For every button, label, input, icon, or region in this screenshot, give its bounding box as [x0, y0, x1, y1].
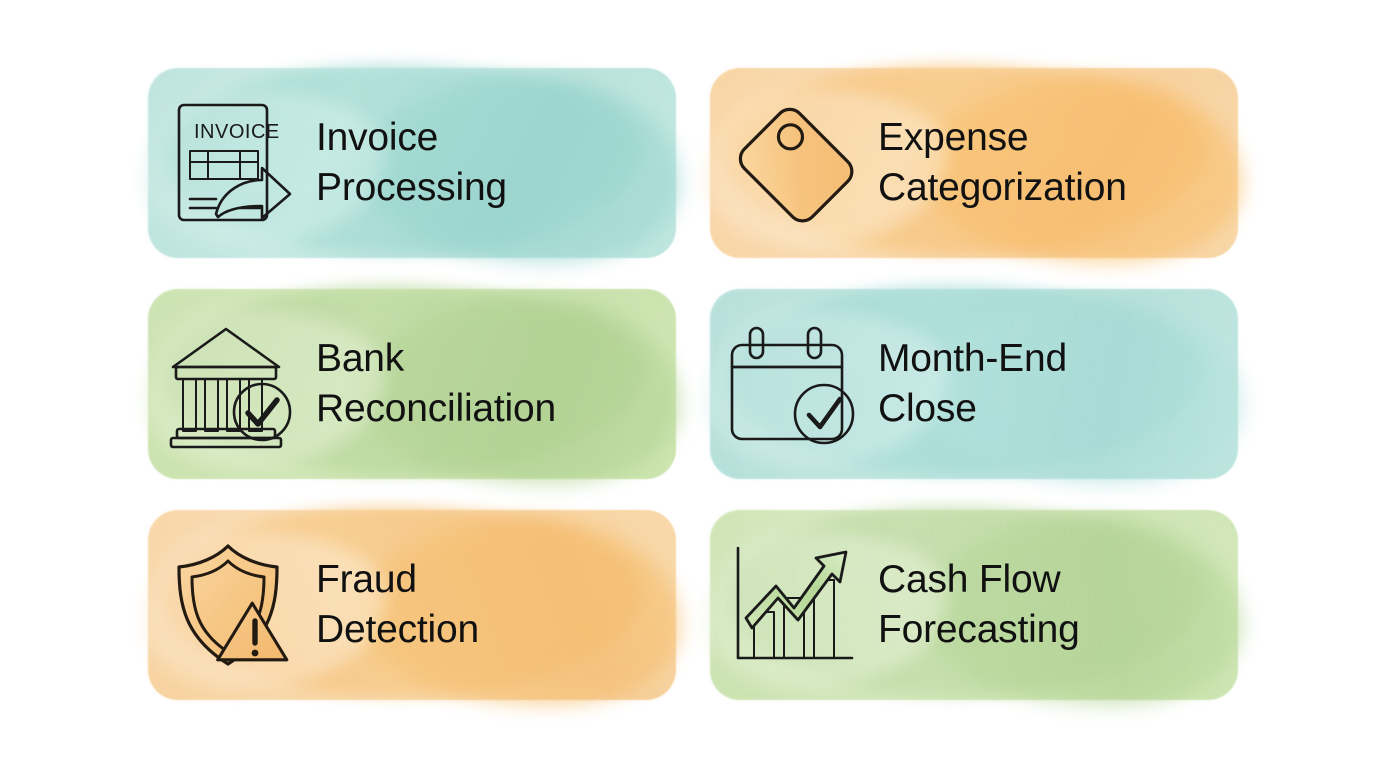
- card-label-line-1: Fraud: [316, 558, 417, 602]
- card-label-line-2: Reconciliation: [316, 387, 556, 430]
- card-label-line-1: Bank: [316, 337, 405, 381]
- card-label-bank-reconciliation: Bank Reconciliation: [316, 334, 570, 433]
- card-month-end-close[interactable]: Month-End Close: [704, 285, 1244, 485]
- shield-warning-icon: [148, 539, 316, 671]
- card-bank-reconciliation[interactable]: Bank Reconciliation: [142, 285, 682, 485]
- price-tag-icon: [710, 98, 878, 228]
- card-grid: INVOICE Invoice Processing: [142, 64, 1244, 706]
- calendar-check-icon: [710, 319, 878, 449]
- growth-chart-arrow-icon: [710, 540, 878, 670]
- card-expense-categorization[interactable]: Expense Categorization: [704, 64, 1244, 264]
- invoice-icon-text: INVOICE: [194, 121, 280, 143]
- card-label-line-2: Close: [878, 387, 977, 430]
- bank-building-check-icon: [148, 319, 316, 449]
- card-label-line-1: Cash Flow: [878, 558, 1061, 602]
- card-cash-flow-forecasting[interactable]: Cash Flow Forecasting: [704, 506, 1244, 706]
- card-fraud-detection[interactable]: Fraud Detection: [142, 506, 682, 706]
- card-invoice-processing[interactable]: INVOICE Invoice Processing: [142, 64, 682, 264]
- card-label-line-1: Expense: [878, 116, 1029, 160]
- card-label-invoice-processing: Invoice Processing: [316, 113, 521, 212]
- card-label-line-2: Processing: [316, 166, 507, 209]
- card-label-line-1: Month-End: [878, 337, 1067, 381]
- card-label-line-2: Categorization: [878, 166, 1127, 209]
- card-label-line-2: Detection: [316, 608, 479, 651]
- card-label-line-2: Forecasting: [878, 608, 1080, 651]
- card-label-fraud-detection: Fraud Detection: [316, 555, 493, 654]
- card-label-expense-categorization: Expense Categorization: [878, 113, 1141, 212]
- card-label-cash-flow-forecasting: Cash Flow Forecasting: [878, 555, 1094, 654]
- card-label-line-1: Invoice: [316, 116, 439, 160]
- card-label-month-end-close: Month-End Close: [878, 334, 1081, 433]
- invoice-document-arrow-icon: INVOICE: [148, 98, 316, 228]
